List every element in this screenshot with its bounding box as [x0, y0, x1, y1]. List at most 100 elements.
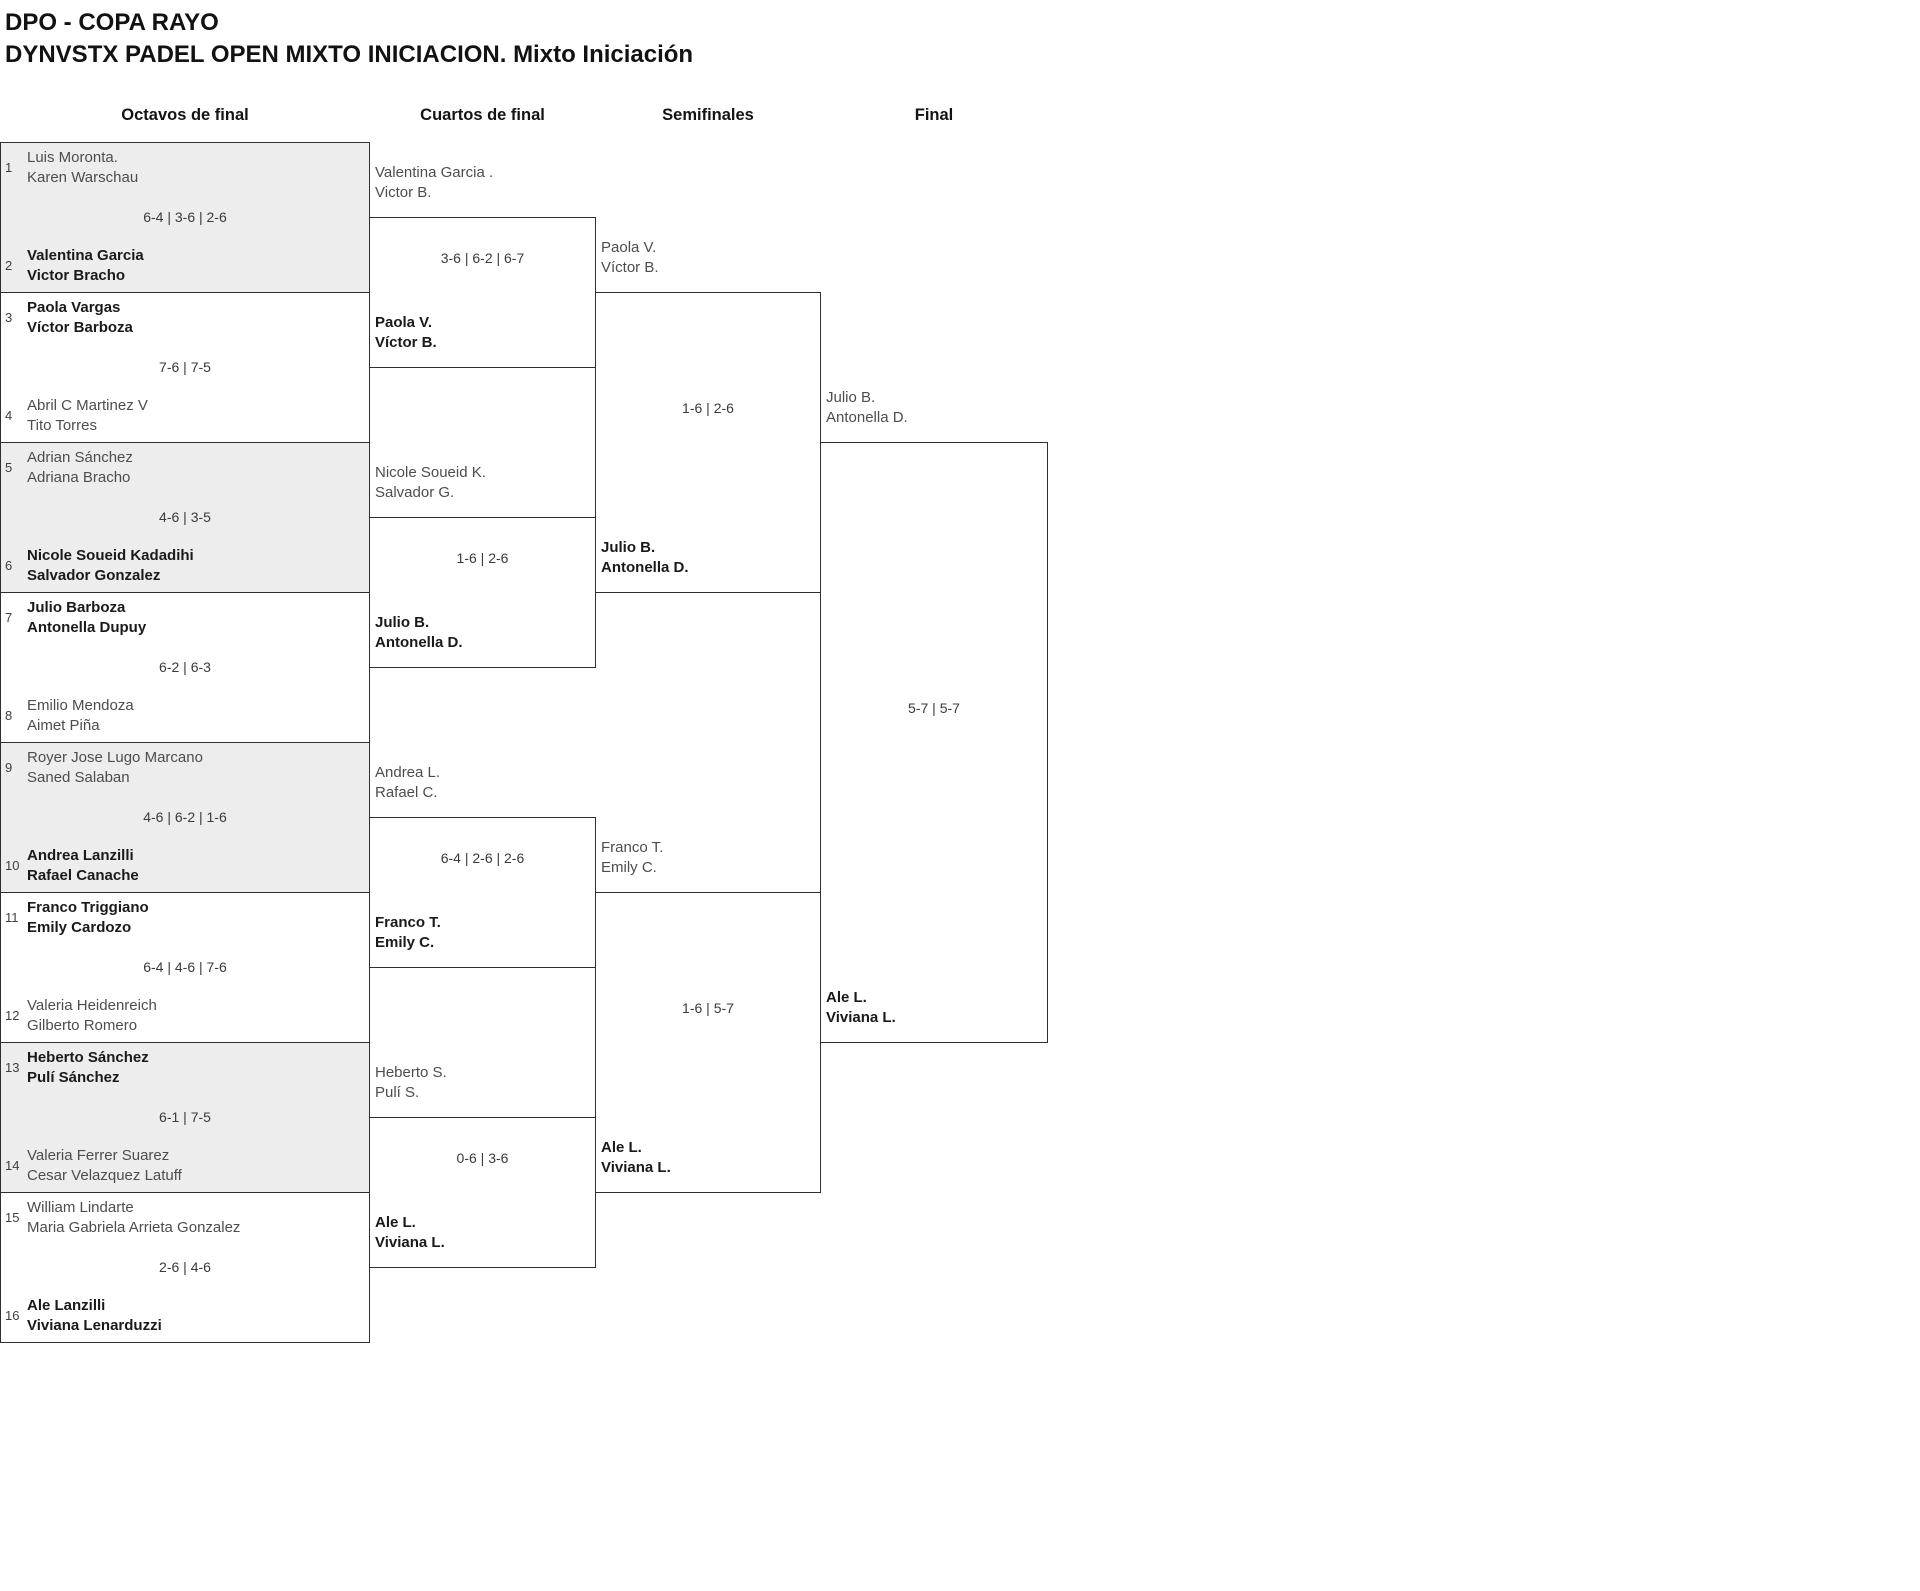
player-name: Nicole Soueid K.: [375, 464, 486, 481]
player-name: Franco Triggiano: [27, 899, 149, 916]
seed-number: 2: [5, 258, 13, 273]
player-name: Víctor B.: [601, 259, 659, 276]
player-name: Julio B.: [826, 389, 876, 406]
player-name: Viviana L.: [375, 1234, 445, 1251]
team-label: Julio B.Antonella D.: [826, 388, 908, 428]
team-label: Abril C Martinez V Tito Torres: [27, 396, 148, 436]
match-score: 7-6 | 7-5: [159, 359, 211, 375]
match-score: 2-6 | 4-6: [159, 1259, 211, 1275]
team-label: Andrea L.Rafael C.: [375, 763, 440, 803]
round-header: Cuartos de final: [420, 106, 545, 124]
match-score: 5-7 | 5-7: [908, 700, 960, 716]
player-name: Paola Vargas: [27, 299, 121, 316]
player-name: Nicole Soueid Kadadihi: [27, 547, 194, 564]
player-name: Paola V.: [375, 314, 432, 331]
player-name: Maria Gabriela Arrieta Gonzalez: [27, 1219, 241, 1236]
player-name: Tito Torres: [27, 417, 98, 434]
player-name: Julio Barboza: [27, 599, 126, 616]
player-name: Abril C Martinez V: [27, 397, 148, 414]
match-score: 1-6 | 2-6: [682, 400, 734, 416]
player-name: Aimet Piña: [27, 717, 100, 734]
round-header: Octavos de final: [121, 106, 249, 124]
round-header: Final: [914, 106, 954, 124]
player-name: Ale L.: [601, 1139, 642, 1156]
team-label: Valentina Garcia . Victor B.: [375, 163, 493, 203]
team-label: Ale L.Viviana L.: [826, 988, 896, 1028]
team-label: Paola V.Víctor B.: [375, 313, 437, 353]
player-name: Pulí S.: [375, 1084, 420, 1101]
match-box: [0, 1042, 370, 1193]
player-name: Heberto S.: [375, 1064, 447, 1081]
player-name: Salvador G.: [375, 484, 455, 501]
match-box: [820, 442, 1048, 1043]
player-name: Julio B.: [601, 539, 656, 556]
seed-number: 9: [5, 760, 13, 775]
player-name: Cesar Velazquez Latuff: [27, 1167, 182, 1184]
player-name: Royer Jose Lugo Marcano: [27, 749, 203, 766]
seed-number: 16: [5, 1308, 20, 1323]
team-label: Heberto S. Pulí S.: [375, 1063, 447, 1103]
player-name: Adriana Bracho: [27, 469, 131, 486]
match-score: 6-4 | 2-6 | 2-6: [440, 850, 525, 866]
tournament-subtitle: DYNVSTX PADEL OPEN MIXTO INICIACION. Mix…: [5, 41, 694, 68]
seed-number: 12: [5, 1008, 20, 1023]
team-label: Julio B. Antonella D.: [601, 538, 689, 578]
match-score: 0-6 | 3-6: [456, 1150, 509, 1166]
match-score: 1-6 | 5-7: [682, 1000, 734, 1016]
player-name: Rafael Canache: [27, 867, 139, 884]
seed-number: 14: [5, 1158, 20, 1173]
player-name: Valentina Garcia: [27, 247, 144, 264]
player-name: Franco T.: [375, 914, 441, 931]
match-score: 4-6 | 3-5: [159, 509, 211, 525]
match-box: [0, 142, 370, 293]
seed-number: 13: [5, 1060, 20, 1075]
player-name: Emily C.: [375, 934, 435, 951]
player-name: Saned Salaban: [27, 769, 130, 786]
player-name: William Lindarte: [27, 1199, 134, 1216]
team-label: Julio B. Antonella D.: [375, 613, 463, 653]
player-name: Heberto Sánchez: [27, 1049, 149, 1066]
player-name: Viviana L.: [601, 1159, 671, 1176]
team-label: Ale L. Viviana L.: [375, 1213, 445, 1253]
match-score: 3-6 | 6-2 | 6-7: [440, 250, 525, 266]
player-name: Valentina Garcia .: [375, 164, 494, 181]
player-name: Antonella D.: [601, 559, 689, 576]
player-name: Karen Warschau: [27, 169, 139, 186]
player-name: Julio B.: [375, 614, 430, 631]
team-label: Paola V. Víctor B.: [601, 238, 659, 278]
player-name: Paola V.: [601, 239, 657, 256]
player-name: Antonella D.: [375, 634, 463, 651]
player-name: Adrian Sánchez: [27, 449, 133, 466]
seed-number: 5: [5, 460, 13, 475]
player-name: Victor B.: [375, 184, 432, 201]
match-score: 1-6 | 2-6: [456, 550, 509, 566]
match-score: 6-2 | 6-3: [159, 659, 211, 675]
tournament-title: DPO - COPA RAYO: [5, 9, 219, 36]
team-label: Nicole Soueid K. Salvador G.: [375, 463, 486, 503]
player-name: Ale L.: [826, 989, 867, 1006]
team-label: Franco T.Emily C.: [601, 838, 663, 878]
player-name: Ale Lanzilli: [27, 1297, 106, 1314]
team-label: Luis Moronta. Karen Warschau: [27, 148, 138, 188]
seed-number: 11: [5, 910, 19, 925]
player-name: Emily C.: [601, 859, 657, 876]
player-name: Luis Moronta.: [27, 149, 118, 166]
match-score: 6-4 | 3-6 | 2-6: [143, 209, 227, 225]
seed-number: 6: [5, 558, 13, 573]
player-name: Andrea L.: [375, 764, 441, 781]
seed-number: 8: [5, 708, 13, 723]
player-name: Ale L.: [375, 1214, 416, 1231]
player-name: Pulí Sánchez: [27, 1069, 120, 1086]
player-name: Gilberto Romero: [27, 1017, 138, 1034]
